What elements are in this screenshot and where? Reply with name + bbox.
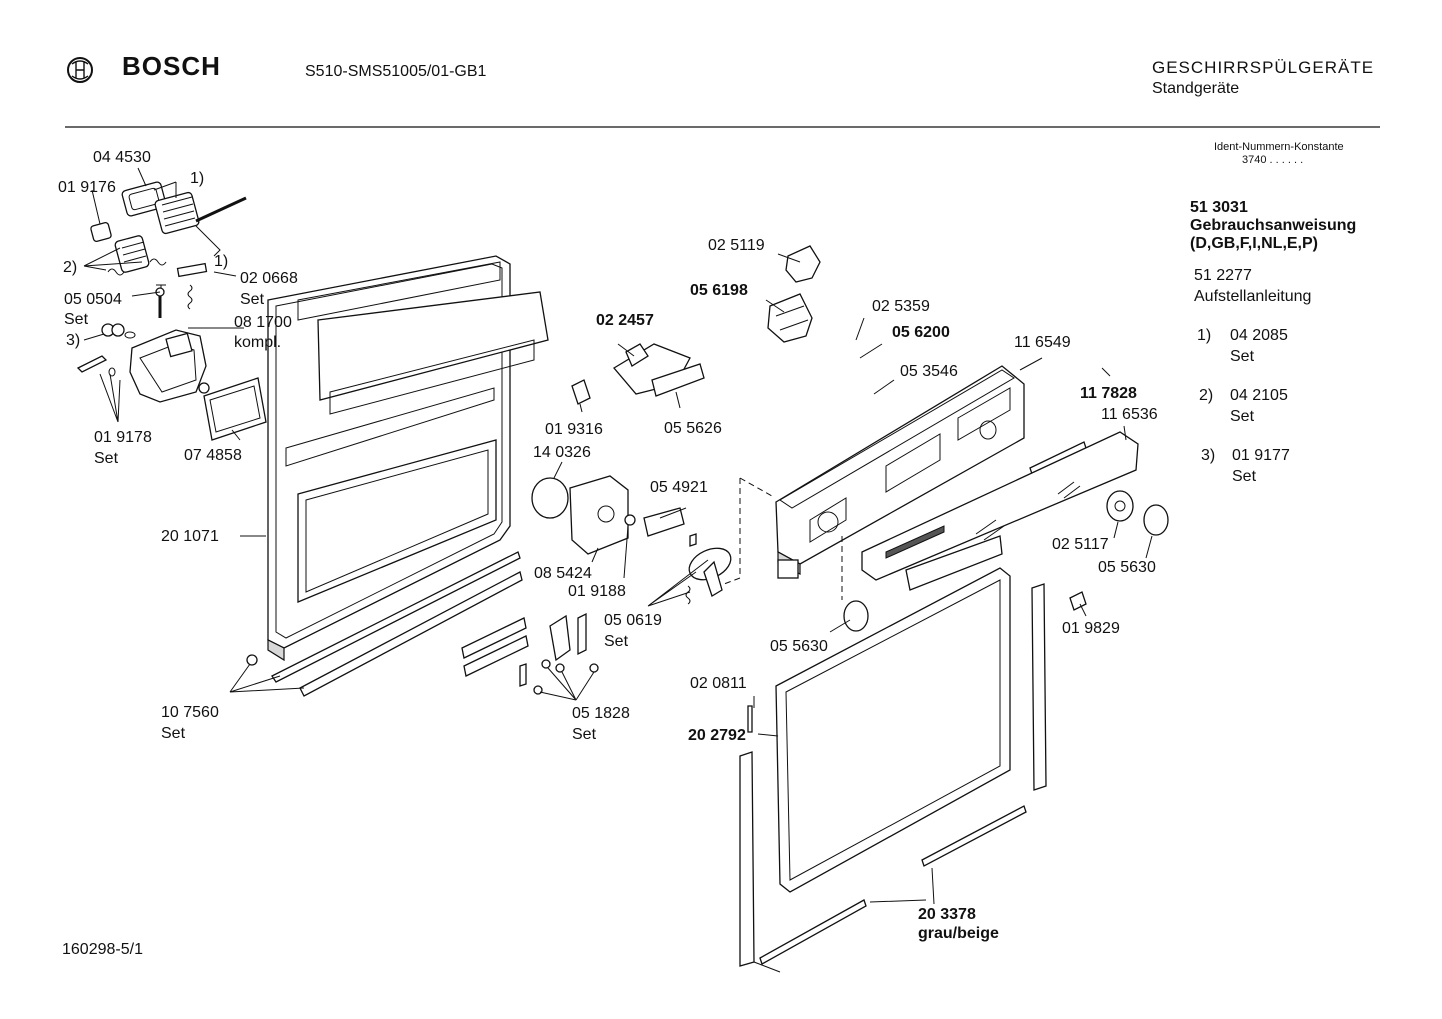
part-label: Set <box>64 311 89 328</box>
footnote-number-1: 04 2085 <box>1230 327 1288 344</box>
inner-door-201071 <box>246 255 549 697</box>
part-label: 14 0326 <box>533 444 591 461</box>
part-label: Set <box>572 726 597 743</box>
footnote-ref: 3) <box>66 332 81 349</box>
middle-mechanism-parts <box>461 245 821 695</box>
part-label: 02 0668 <box>240 270 298 287</box>
part-label: 05 0504 <box>64 291 122 308</box>
bosch-logo-icon <box>67 57 93 83</box>
part-label: 01 9316 <box>545 421 603 438</box>
part-label: kompl. <box>234 334 282 351</box>
part-label: Set <box>604 633 629 650</box>
product-category: GESCHIRRSPÜLGERÄTE <box>1152 58 1375 77</box>
part-label: 11 7828 <box>1080 385 1137 402</box>
gasket-074858 <box>203 377 267 441</box>
part-label: 02 5119 <box>708 237 765 254</box>
part-label: 01 9176 <box>58 179 116 196</box>
footnote-mark-3: 3) <box>1201 447 1216 464</box>
part-label: 05 6200 <box>892 324 950 341</box>
part-label: 07 4858 <box>184 447 242 464</box>
part-label: 02 0811 <box>690 675 747 692</box>
part-label: 20 2792 <box>688 727 746 744</box>
part-label: 11 6536 <box>1101 406 1158 423</box>
footnote-note-3: Set <box>1232 468 1257 485</box>
doc-langs-manual: (D,GB,F,I,NL,E,P) <box>1190 235 1318 252</box>
part-label: 01 9829 <box>1062 620 1120 637</box>
part-label: 08 5424 <box>534 565 592 582</box>
footnote-note-1: Set <box>1230 348 1255 365</box>
part-label: 05 5630 <box>770 638 828 655</box>
footnote-number-2: 04 2105 <box>1230 387 1288 404</box>
product-subcategory: Standgeräte <box>1152 80 1240 97</box>
part-label: 10 7560 <box>161 704 219 721</box>
part-label: grau/beige <box>918 925 999 942</box>
doc-name-install: Aufstellanleitung <box>1194 288 1312 305</box>
panel-gasket-parts <box>76 181 247 377</box>
part-label: 01 9178 <box>94 429 152 446</box>
doc-number-install: 51 2277 <box>1194 267 1252 284</box>
part-label: 11 6549 <box>1014 334 1071 351</box>
footnote-ref: 2) <box>63 259 78 276</box>
doc-name-manual: Gebrauchsanweisung <box>1190 217 1357 234</box>
footnote-number-3: 01 9177 <box>1232 447 1290 464</box>
ident-value: 3740 . . . . . . <box>1242 154 1304 166</box>
part-label: 05 5630 <box>1098 559 1156 576</box>
model-number: S510-SMS51005/01-GB1 <box>305 63 487 80</box>
doc-number-manual: 51 3031 <box>1190 199 1248 216</box>
part-label: 02 5117 <box>1052 536 1109 553</box>
footnote-mark-1: 1) <box>1197 327 1212 344</box>
assembly-081700 <box>129 329 210 403</box>
part-label: 05 4921 <box>650 479 708 496</box>
part-label: 01 9188 <box>568 583 626 600</box>
footnote-ref: 1) <box>190 170 205 187</box>
part-label: 05 1828 <box>572 705 630 722</box>
part-label: 20 1071 <box>161 528 219 545</box>
part-label: 20 3378 <box>918 906 976 923</box>
part-label: 05 3546 <box>900 363 958 380</box>
part-label: Set <box>161 725 186 742</box>
outer-door-202792 <box>739 567 1047 973</box>
part-label: 08 1700 <box>234 314 292 331</box>
footnote-ref: 1) <box>214 253 229 270</box>
part-label: 05 6198 <box>690 282 748 299</box>
part-label: 02 2457 <box>596 312 654 329</box>
drawing-number: 160298-5/1 <box>62 941 143 958</box>
part-label: 02 5359 <box>872 298 930 315</box>
leader-lines <box>83 167 1153 905</box>
footnote-note-2: Set <box>1230 408 1255 425</box>
footnote-mark-2: 2) <box>1199 387 1214 404</box>
part-label: Set <box>240 291 265 308</box>
control-panel-116549 <box>723 365 1169 632</box>
part-label: 04 4530 <box>93 149 151 166</box>
part-label: Set <box>94 450 119 467</box>
ident-label: Ident-Nummern-Konstante <box>1214 141 1344 153</box>
part-label: 05 5626 <box>664 420 722 437</box>
part-label: 05 0619 <box>604 612 662 629</box>
brand-name: BOSCH <box>122 51 221 81</box>
